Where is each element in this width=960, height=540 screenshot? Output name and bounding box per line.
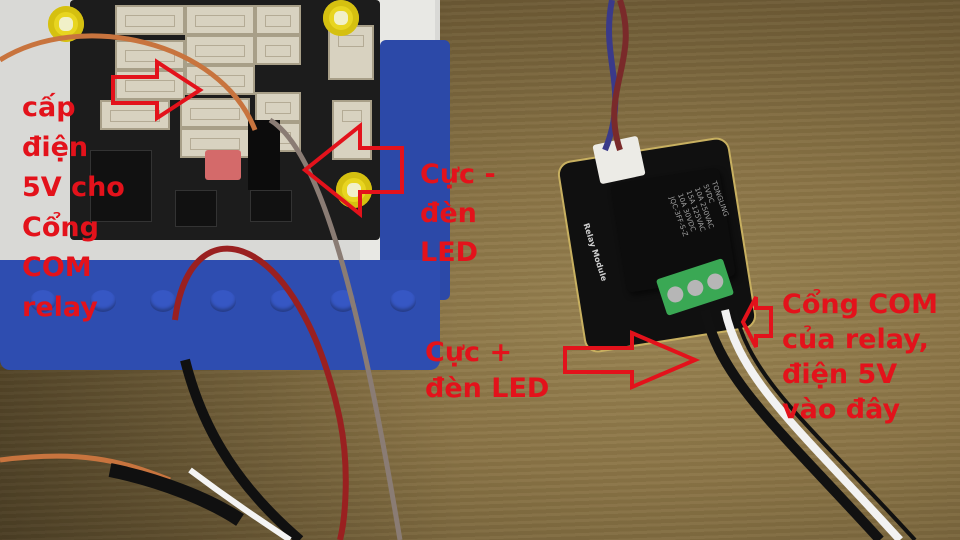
red-jumper	[205, 150, 241, 180]
arrow-right-icon	[563, 329, 701, 391]
annotation-line: điện	[22, 132, 89, 163]
annotation-line: Cổng COM	[782, 289, 938, 320]
annotation-line: relay	[22, 292, 98, 323]
annotation-line: Cực +	[425, 337, 513, 368]
lego-stud	[210, 290, 236, 312]
annotation-line: cấp	[22, 92, 76, 123]
lego-stud	[90, 290, 116, 312]
annotation-line: của relay,	[782, 324, 929, 355]
annotation-line: 5V cho	[22, 172, 125, 203]
arrow-left-icon	[301, 121, 404, 219]
connector	[185, 5, 255, 35]
connector	[115, 5, 185, 35]
lego-stud	[30, 290, 56, 312]
connector	[255, 35, 301, 65]
arrow-right-icon	[111, 58, 204, 122]
connector	[185, 35, 255, 65]
connector	[255, 92, 301, 122]
annotation-line: vào đây	[782, 394, 901, 425]
black-jumper-connector	[248, 120, 280, 190]
lego-stud	[150, 290, 176, 312]
annotation-line: LED	[420, 237, 479, 268]
ic-chip	[250, 190, 292, 222]
blue-lego-side	[380, 40, 450, 300]
lego-stud	[390, 290, 416, 312]
annotation-led-minus: Cực - đèn LED	[420, 155, 496, 272]
annotation-line: COM	[22, 252, 92, 283]
annotation-line: Cực -	[420, 159, 496, 190]
annotation-line: đèn LED	[425, 373, 550, 404]
yellow-knob	[323, 0, 359, 36]
connector	[255, 5, 301, 35]
annotation-led-plus: Cực + đèn LED	[425, 335, 549, 407]
annotation-relay-com: Cổng COM của relay, điện 5V vào đây	[782, 287, 938, 427]
annotation-line: điện 5V	[782, 359, 898, 390]
regulator-chip	[175, 190, 217, 227]
annotation-line: đèn	[420, 198, 477, 229]
annotation-5v-com-supply: cấp điện 5V cho Cổng COM relay	[22, 88, 125, 328]
annotation-line: Cổng	[22, 212, 99, 243]
dc-jack	[90, 150, 152, 222]
arrow-left-icon	[740, 296, 773, 348]
